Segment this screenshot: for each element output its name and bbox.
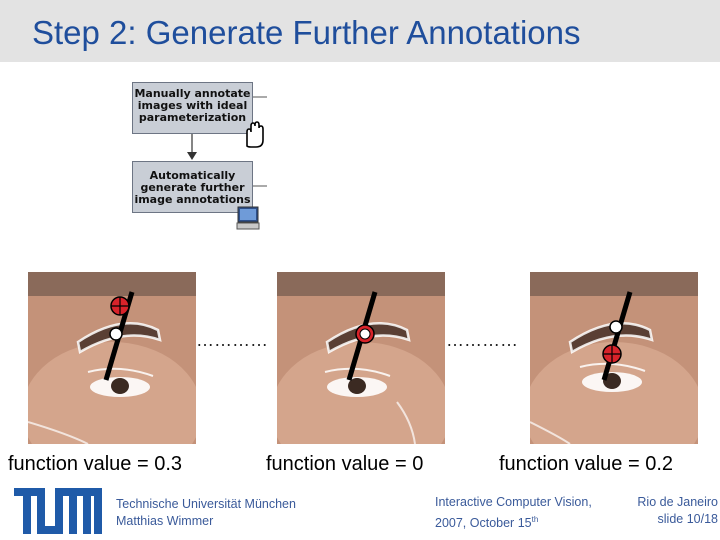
footer-university: Technische Universität München	[116, 497, 296, 511]
slide-title: Step 2: Generate Further Annotations	[32, 14, 581, 51]
manual-annotation-box: Manually annotate images with ideal para…	[132, 82, 253, 134]
face-image-2	[277, 272, 445, 444]
flow-arrow	[187, 134, 197, 160]
box1-line2: images with ideal	[137, 99, 248, 112]
footer-event-line2: 2007, October 15th	[435, 511, 592, 532]
automatic-annotation-box: Automatically generate further image ann…	[132, 161, 253, 213]
flow-connector-lines	[253, 96, 267, 187]
box1-line1: Manually annotate	[134, 87, 251, 100]
footer-slide-number: slide 10/18	[657, 512, 718, 526]
computer-icon	[236, 206, 260, 230]
face-image-1	[28, 272, 196, 444]
dotted-separator-left: …………	[196, 330, 268, 350]
box2-line1: Automatically	[149, 169, 236, 182]
box2-line3: image annotations	[134, 193, 251, 206]
footer-event-line1: Interactive Computer Vision,	[435, 495, 592, 509]
hand-icon	[246, 121, 264, 148]
footer-event-date: 2007, October 15	[435, 516, 532, 531]
footer-event-date-suffix: th	[531, 515, 539, 524]
footer-event: Interactive Computer Vision, 2007, Octob…	[435, 494, 592, 532]
footer-author: Matthias Wimmer	[116, 514, 214, 528]
footer-location-block: Rio de Janeiro slide 10/18	[632, 494, 718, 528]
box1-line3: parameterization	[138, 111, 247, 124]
caption-face-3: function value = 0.2	[499, 453, 674, 475]
footer-location: Rio de Janeiro	[637, 495, 718, 509]
title-bar: Step 2: Generate Further Annotations	[0, 0, 720, 62]
tum-logo	[14, 488, 102, 534]
dotted-separator-right: …………	[446, 330, 518, 350]
caption-face-2: function value = 0	[266, 453, 424, 475]
caption-face-1: function value = 0.3	[8, 453, 183, 475]
face-image-3	[530, 272, 698, 444]
footer-institution: Technische Universität München Matthias …	[116, 496, 296, 530]
box2-line2: generate further	[140, 181, 245, 194]
